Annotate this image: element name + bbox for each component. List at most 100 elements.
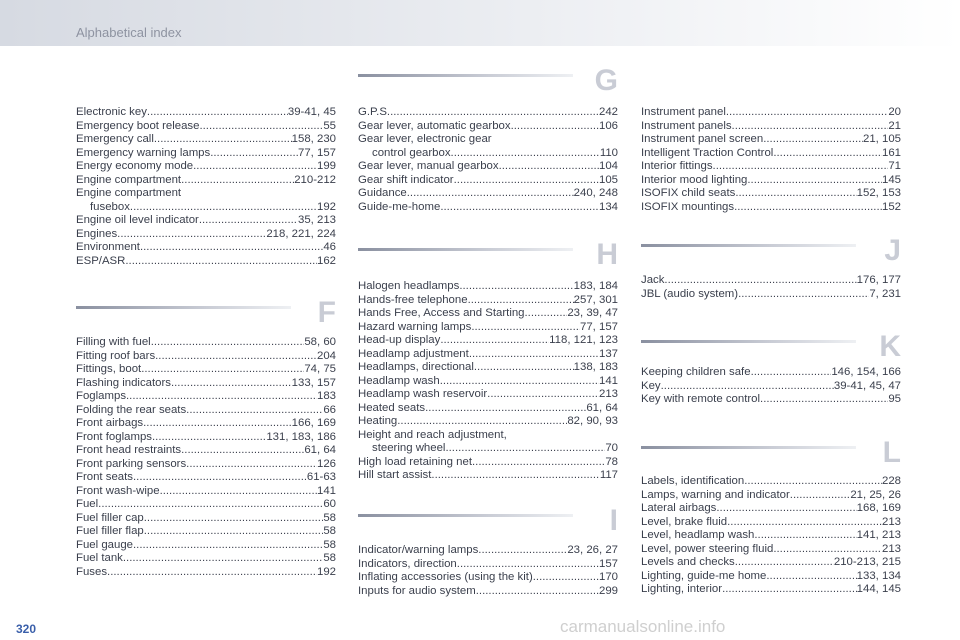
index-entry-term: Lateral airbags xyxy=(641,502,717,514)
index-entry[interactable]: Foglamps183 xyxy=(76,390,336,404)
index-entry[interactable]: ESP/ASR162 xyxy=(76,255,336,269)
index-entry[interactable]: Front seats61-63 xyxy=(76,471,336,485)
index-entry[interactable]: Intelligent Traction Control161 xyxy=(641,147,901,161)
index-entry[interactable]: ISOFIX child seats152, 153 xyxy=(641,187,901,201)
index-entry[interactable]: Lighting, interior144, 145 xyxy=(641,583,901,597)
index-entry[interactable]: steering wheel70 xyxy=(358,442,618,456)
index-entry[interactable]: Halogen headlamps183, 184 xyxy=(358,280,618,294)
index-entry[interactable]: Fuel tank58 xyxy=(76,552,336,566)
index-entry[interactable]: Level, brake fluid213 xyxy=(641,516,901,530)
index-entry[interactable]: Front foglamps131, 183, 186 xyxy=(76,431,336,445)
index-entry[interactable]: Interior fittings71 xyxy=(641,160,901,174)
index-entry[interactable]: Hazard warning lamps77, 157 xyxy=(358,321,618,335)
index-entry[interactable]: Fuel60 xyxy=(76,498,336,512)
index-entry-pages: 71 xyxy=(888,160,901,172)
index-entry[interactable]: Electronic key39-41, 45 xyxy=(76,106,336,120)
index-entry[interactable]: Heated seats61, 64 xyxy=(358,402,618,416)
index-entry[interactable]: High load retaining net78 xyxy=(358,456,618,470)
dot-leader xyxy=(123,552,323,566)
index-entry[interactable]: Headlamp adjustment137 xyxy=(358,348,618,362)
index-entry[interactable]: Headlamp wash141 xyxy=(358,375,618,389)
index-entry[interactable]: Gear shift indicator105 xyxy=(358,174,618,188)
index-entry[interactable]: Lateral airbags168, 169 xyxy=(641,502,901,516)
index-entry-term: Hazard warning lamps xyxy=(358,320,472,333)
dot-leader xyxy=(199,120,323,134)
index-entry[interactable]: Interior mood lighting145 xyxy=(641,174,901,188)
index-entry[interactable]: Fuses192 xyxy=(76,566,336,580)
index-entry-term: Fuel gauge xyxy=(76,538,133,551)
letter-heading-j: J xyxy=(641,234,901,274)
index-entry[interactable]: Guide-me-home134 xyxy=(358,201,618,215)
index-entry[interactable]: Folding the rear seats66 xyxy=(76,404,336,418)
index-entry[interactable]: Gear lever, manual gearbox104 xyxy=(358,160,618,174)
letter-heading-i: I xyxy=(358,504,618,544)
index-entry[interactable]: Front wash-wipe141 xyxy=(76,485,336,499)
index-entry[interactable]: Indicator/warning lamps23, 26, 27 xyxy=(358,544,618,558)
index-entry[interactable]: G.P.S.242 xyxy=(358,106,618,120)
index-entry[interactable]: Emergency call158, 230 xyxy=(76,133,336,147)
index-entry-pages: 21, 25, 26 xyxy=(850,488,901,501)
index-entry[interactable]: Front airbags166, 169 xyxy=(76,417,336,431)
index-entry[interactable]: Instrument panel screen21, 105 xyxy=(641,133,901,147)
index-entry[interactable]: Headlamp wash reservoir213 xyxy=(358,388,618,402)
dot-leader xyxy=(474,361,574,375)
index-entry[interactable]: Inflating accessories (using the kit)170 xyxy=(358,571,618,585)
letter-heading-f: F xyxy=(76,296,336,336)
index-entry-term: Fitting roof bars xyxy=(76,349,156,362)
index-entry[interactable]: Key39-41, 45, 47 xyxy=(641,380,901,394)
index-entry[interactable]: Lamps, warning and indicator21, 25, 26 xyxy=(641,489,901,503)
dot-leader xyxy=(722,583,857,597)
index-entry[interactable]: Fuel filler flap58 xyxy=(76,525,336,539)
index-entry[interactable]: Hands Free, Access and Starting23, 39, 4… xyxy=(358,307,618,321)
index-entry-term: Hands-free telephone xyxy=(358,293,468,306)
index-entry[interactable]: Front parking sensors126 xyxy=(76,458,336,472)
index-entry[interactable]: Fuel filler cap58 xyxy=(76,512,336,526)
index-entry-pages: 162 xyxy=(316,254,336,267)
index-entry[interactable]: control gearbox110 xyxy=(358,147,618,161)
index-entry[interactable]: Heating82, 90, 93 xyxy=(358,415,618,429)
dot-leader xyxy=(143,417,292,431)
index-entry-heading: Engine compartment xyxy=(76,187,182,199)
index-entry[interactable]: Instrument panels21 xyxy=(641,120,901,134)
index-entry[interactable]: Head-up display118, 121, 123 xyxy=(358,334,618,348)
index-entry[interactable]: Engine oil level indicator35, 213 xyxy=(76,214,336,228)
index-entry[interactable]: Gear lever, automatic gearbox106 xyxy=(358,120,618,134)
index-entry[interactable]: Headlamps, directional138, 183 xyxy=(358,361,618,375)
dot-leader xyxy=(407,187,574,201)
dot-leader xyxy=(107,566,317,580)
index-entry[interactable]: fusebox192 xyxy=(76,201,336,215)
index-entry[interactable]: Hill start assist117 xyxy=(358,469,618,483)
index-entry[interactable]: Labels, identification228 xyxy=(641,475,901,489)
index-entry[interactable]: Inputs for audio system299 xyxy=(358,585,618,599)
dot-leader xyxy=(738,288,869,302)
index-entry[interactable]: Level, headlamp wash141, 213 xyxy=(641,529,901,543)
index-entry[interactable]: Engine compartment210-212 xyxy=(76,174,336,188)
index-entry[interactable]: Key with remote control95 xyxy=(641,393,901,407)
index-entry[interactable]: Levels and checks210-213, 215 xyxy=(641,556,901,570)
index-entry[interactable]: Instrument panel20 xyxy=(641,106,901,120)
index-entry-term: Lighting, interior xyxy=(641,583,723,595)
index-entry[interactable]: Filling with fuel58, 60 xyxy=(76,336,336,350)
index-entry[interactable]: Keeping children safe146, 154, 166 xyxy=(641,366,901,380)
index-entry[interactable]: Level, power steering fluid213 xyxy=(641,543,901,557)
dot-leader xyxy=(511,120,599,134)
index-entry[interactable]: Indicators, direction157 xyxy=(358,558,618,572)
index-entry[interactable]: Emergency warning lamps77, 157 xyxy=(76,147,336,161)
index-entry[interactable]: Engines218, 221, 224 xyxy=(76,228,336,242)
index-entry[interactable]: ISOFIX mountings152 xyxy=(641,201,901,215)
index-entry[interactable]: Front head restraints61, 64 xyxy=(76,444,336,458)
index-entry[interactable]: JBL (audio system)7, 231 xyxy=(641,288,901,302)
index-entry[interactable]: Energy economy mode199 xyxy=(76,160,336,174)
index-entry[interactable]: Hands-free telephone257, 301 xyxy=(358,294,618,308)
index-entry[interactable]: Fittings, boot74, 75 xyxy=(76,363,336,377)
index-entry[interactable]: Flashing indicators133, 157 xyxy=(76,377,336,391)
dot-leader xyxy=(525,307,568,321)
index-entry[interactable]: Emergency boot release55 xyxy=(76,120,336,134)
index-entry[interactable]: Fuel gauge58 xyxy=(76,539,336,553)
index-entry[interactable]: Jack176, 177 xyxy=(641,274,901,288)
index-entry[interactable]: Lighting, guide-me home133, 134 xyxy=(641,570,901,584)
index-entry[interactable]: Environment46 xyxy=(76,241,336,255)
index-entry[interactable]: Fitting roof bars204 xyxy=(76,350,336,364)
index-entry[interactable]: Guidance240, 248 xyxy=(358,187,618,201)
index-entry-term: Head-up display xyxy=(358,334,441,346)
